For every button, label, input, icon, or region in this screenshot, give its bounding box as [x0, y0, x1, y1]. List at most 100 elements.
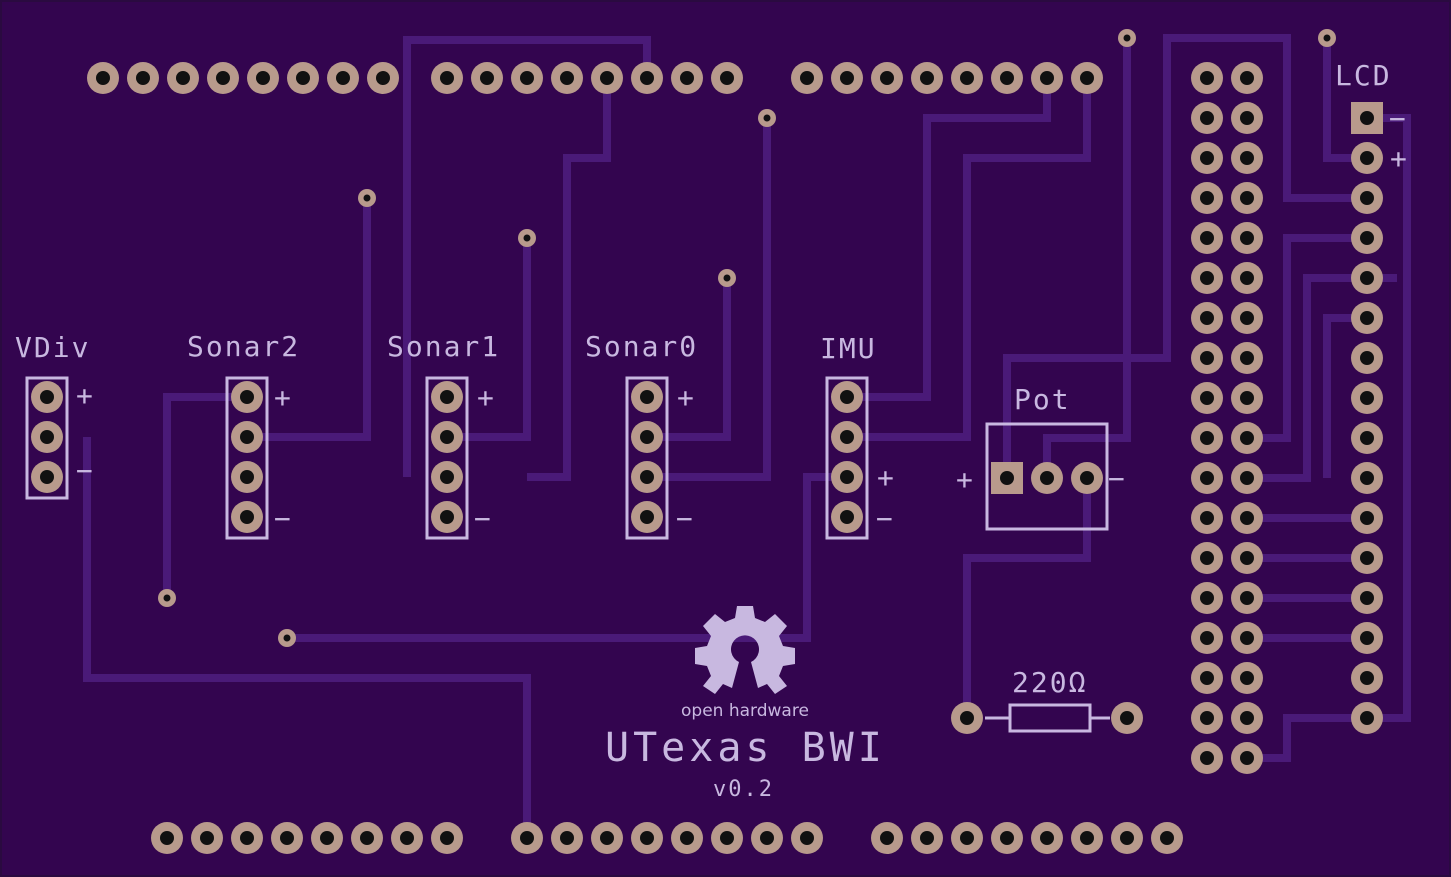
header-pin	[191, 822, 223, 854]
trace-layer	[83, 34, 1411, 838]
header-pin	[1031, 62, 1063, 94]
via	[758, 109, 776, 127]
sonar1-pin	[431, 421, 463, 453]
header-pin	[791, 62, 823, 94]
sonar2-label: Sonar2	[187, 330, 300, 363]
header-pin	[1151, 822, 1183, 854]
imu-pin	[831, 421, 863, 453]
oshw-label: open hardware	[681, 701, 809, 721]
open-hardware-gear-icon	[695, 606, 795, 694]
sonar1-minus: −	[474, 502, 493, 535]
header-pin	[1071, 62, 1103, 94]
pot-pin	[1031, 462, 1063, 494]
sonar2-minus: −	[274, 502, 293, 535]
double-header-pin	[1191, 382, 1223, 414]
double-header-pin	[1191, 662, 1223, 694]
sonar0-plus: +	[677, 381, 696, 414]
pot-minus: −	[1108, 462, 1127, 495]
header-pin	[367, 62, 399, 94]
double-header-pin	[1191, 422, 1223, 454]
double-header-pin	[1231, 582, 1263, 614]
sonar1-plus: +	[477, 381, 496, 414]
header-pin	[871, 62, 903, 94]
double-header-pin	[1231, 542, 1263, 574]
resistor-label: 220Ω	[1012, 666, 1087, 699]
double-header-pin	[1191, 142, 1223, 174]
header-pin	[167, 62, 199, 94]
header-pin	[991, 822, 1023, 854]
sonar2-pin	[231, 461, 263, 493]
double-header-pin	[1231, 422, 1263, 454]
lcd-pin	[1351, 502, 1383, 534]
header-pin	[911, 62, 943, 94]
pot-plus: +	[956, 463, 975, 496]
double-header-pin	[1191, 102, 1223, 134]
header-pin	[631, 62, 663, 94]
double-header-pin	[1231, 102, 1263, 134]
header-pin	[271, 822, 303, 854]
double-header-pin	[1231, 342, 1263, 374]
double-header-pin	[1191, 262, 1223, 294]
board-version: v0.2	[713, 777, 774, 802]
header-pin	[591, 62, 623, 94]
header-pin	[351, 822, 383, 854]
double-header-pin	[1231, 462, 1263, 494]
sonar2-outline	[225, 376, 269, 540]
via	[1318, 29, 1336, 47]
board-title: UTexas BWI	[605, 725, 886, 771]
lcd-pin	[1351, 342, 1383, 374]
silkscreen-text: VDiv Sonar2 Sonar1 Sonar0 IMU Pot LCD 22…	[15, 59, 1407, 802]
double-header-pin	[1191, 62, 1223, 94]
header-pin	[831, 62, 863, 94]
resistor-pin	[951, 702, 983, 734]
double-header-pin	[1231, 142, 1263, 174]
double-header-pin	[1191, 342, 1223, 374]
header-pin	[671, 822, 703, 854]
header-pin	[711, 822, 743, 854]
double-header-pin	[1231, 62, 1263, 94]
lcd-pin	[1351, 422, 1383, 454]
double-header-pin	[1191, 222, 1223, 254]
via	[358, 189, 376, 207]
header-pin	[391, 822, 423, 854]
sonar2-pin	[231, 381, 263, 413]
silkscreen-layer	[25, 376, 1110, 733]
header-pin	[231, 822, 263, 854]
vdiv-pin	[31, 461, 63, 493]
lcd-pin	[1351, 462, 1383, 494]
sonar0-pin	[631, 381, 663, 413]
double-header-pin	[1231, 182, 1263, 214]
via	[158, 589, 176, 607]
vdiv-plus: +	[76, 379, 95, 412]
imu-label: IMU	[820, 332, 877, 365]
via	[718, 269, 736, 287]
lcd-pin	[1351, 582, 1383, 614]
double-header-pin	[1191, 742, 1223, 774]
sonar2-pin	[231, 421, 263, 453]
double-header-pin	[1231, 262, 1263, 294]
imu-pin	[831, 381, 863, 413]
double-header-pin	[1231, 502, 1263, 534]
header-pin	[431, 822, 463, 854]
imu-outline	[825, 376, 869, 540]
sonar0-pin	[631, 501, 663, 533]
lcd-pin	[1351, 382, 1383, 414]
header-pin	[751, 822, 783, 854]
double-header-pin	[1231, 742, 1263, 774]
header-pin	[711, 62, 743, 94]
vdiv-outline	[25, 376, 69, 500]
imu-pin	[831, 461, 863, 493]
header-pin	[287, 62, 319, 94]
double-header-pin	[1191, 542, 1223, 574]
lcd-pin	[1351, 222, 1383, 254]
sonar0-pin	[631, 421, 663, 453]
header-pin	[87, 62, 119, 94]
lcd-pin	[1351, 102, 1383, 134]
vdiv-pin	[31, 381, 63, 413]
double-header-pin	[1191, 462, 1223, 494]
header-pin	[551, 62, 583, 94]
lcd-pin	[1351, 622, 1383, 654]
lcd-pin	[1351, 302, 1383, 334]
header-pin	[511, 822, 543, 854]
